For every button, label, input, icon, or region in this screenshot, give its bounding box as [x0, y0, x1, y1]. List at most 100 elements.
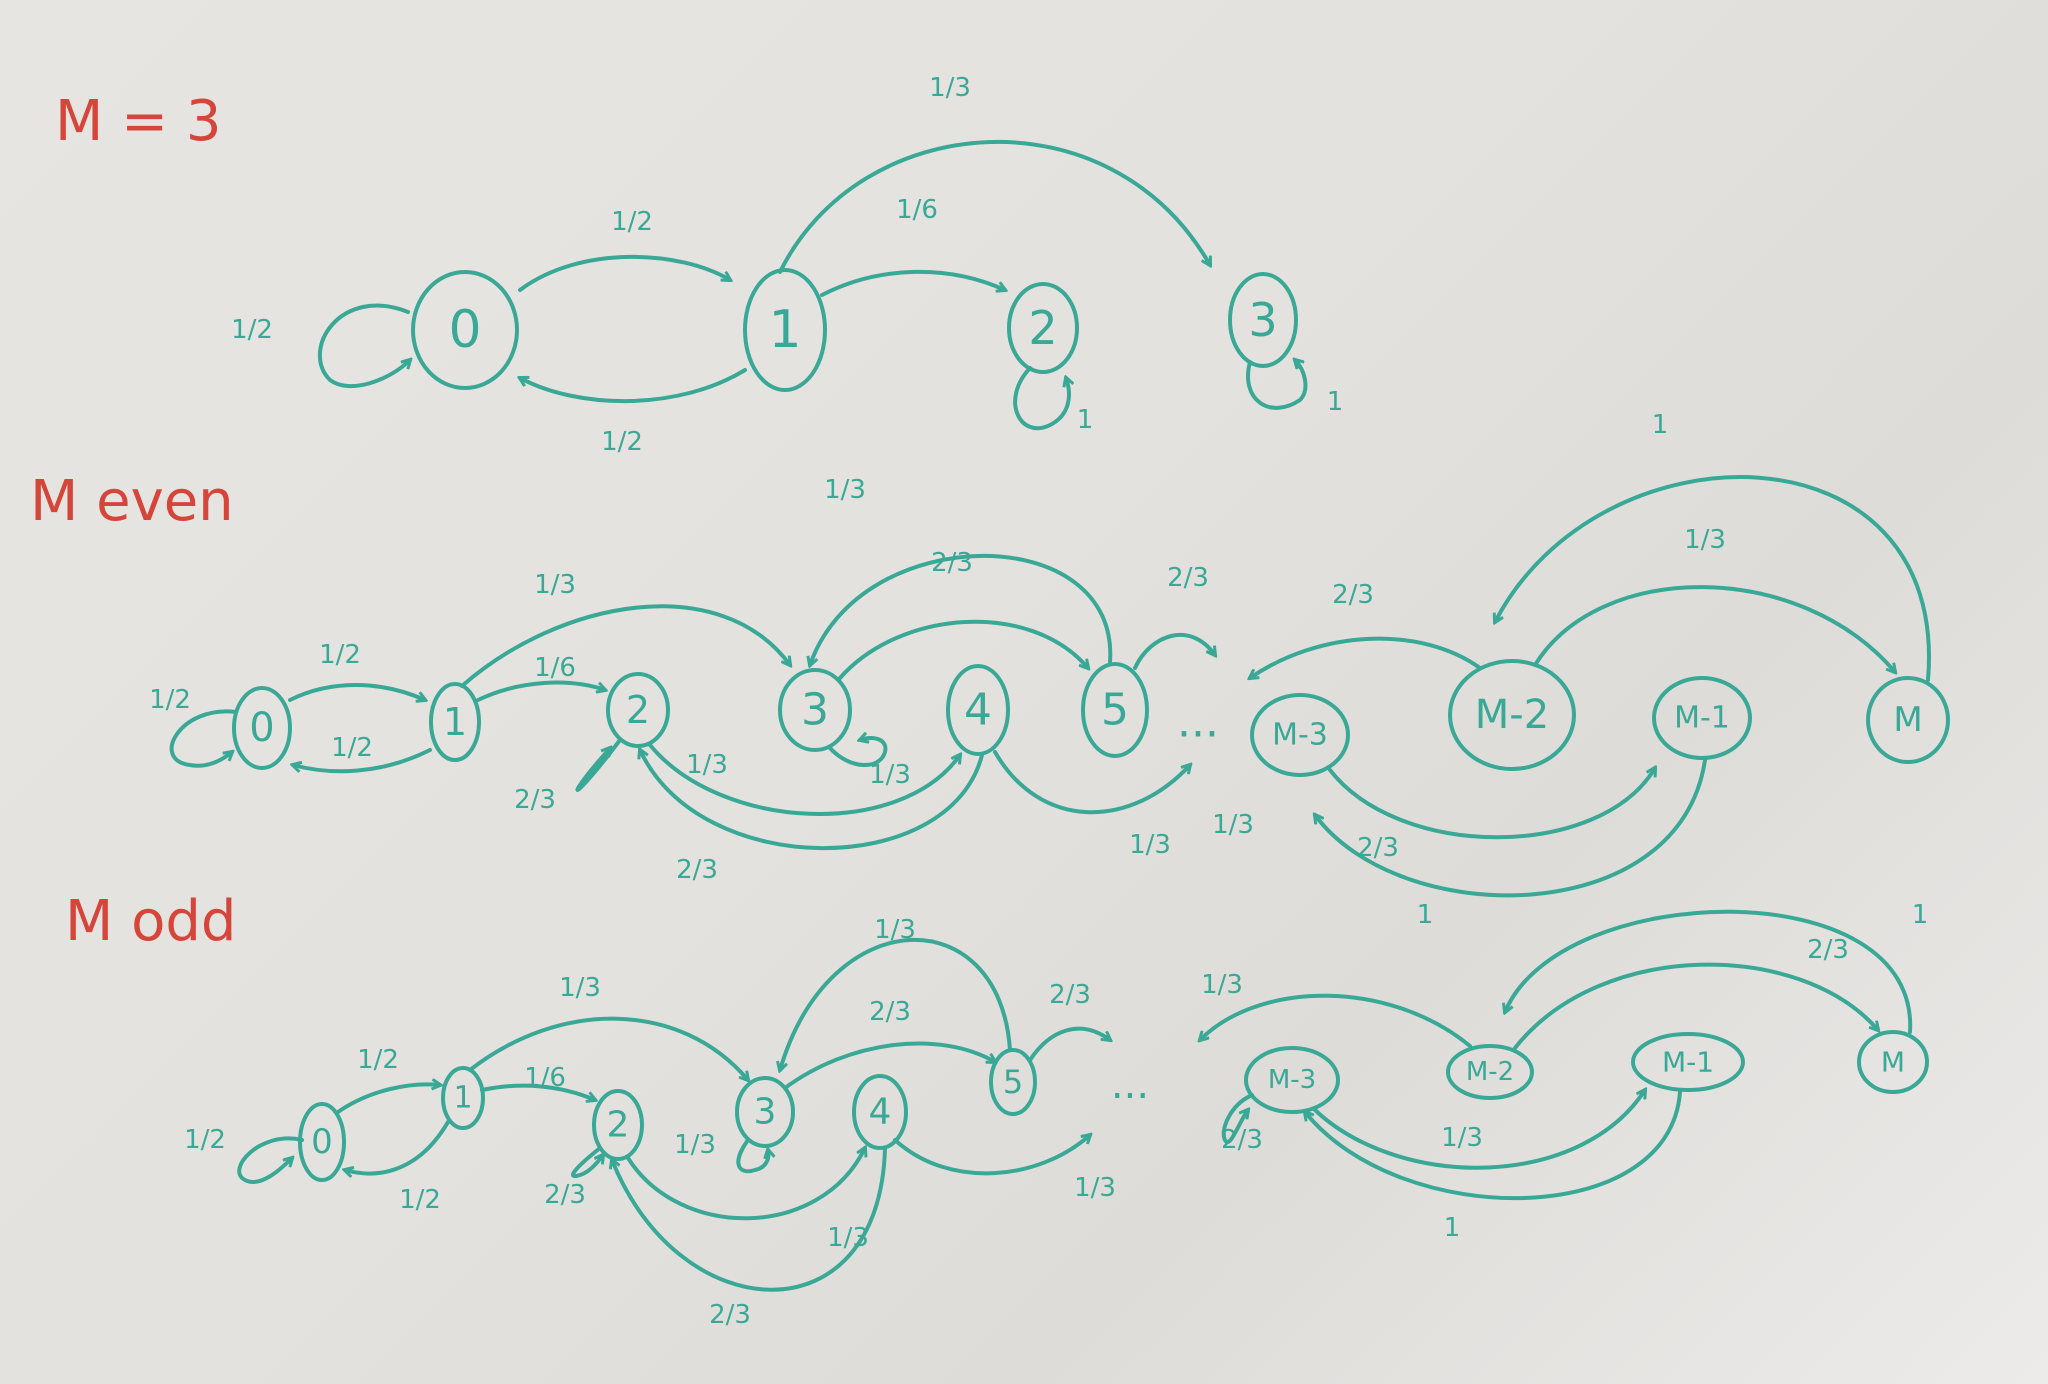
edge-1-0 — [293, 748, 432, 774]
edge-m-m2 — [1495, 475, 1931, 682]
edge-label-0-1: 1/2 — [611, 207, 653, 237]
svg-text:5: 5 — [1003, 1063, 1023, 1101]
svg-text:0: 0 — [448, 300, 481, 360]
edge-3-3 — [736, 1138, 768, 1174]
edge-label-1-2: 1/6 — [896, 195, 938, 225]
edge-0-0 — [169, 709, 238, 768]
edge-3-5 — [838, 619, 1088, 680]
svg-text:3: 3 — [1248, 293, 1277, 347]
edge-1-0 — [520, 368, 747, 403]
svg-text:M: M — [1893, 700, 1922, 740]
edge-1-2 — [820, 269, 1005, 297]
state-node-m-minus-1: M-1 — [1631, 1032, 1745, 1092]
edge-m3-m3 — [1221, 1093, 1254, 1144]
edge-ellipsis-m3 — [1200, 993, 1472, 1048]
edge-label-m2-m3: 2/3 — [1332, 580, 1374, 610]
edge-m2-m — [1533, 585, 1895, 672]
edge-label-0-0: 1/2 — [231, 315, 273, 345]
edge-label-3-5: 2/3 — [931, 548, 973, 578]
state-node-1: 1 — [441, 1066, 485, 1130]
edge-0-0 — [317, 303, 410, 389]
edge-5-3 — [780, 937, 1012, 1070]
edge-5-ellipsis — [1133, 632, 1215, 670]
edge-label-m3-m1: 2/3 — [1357, 833, 1399, 863]
edge-0-0 — [237, 1136, 304, 1184]
state-node-1: 1 — [429, 682, 481, 762]
edge-label-m3-m1: 1/3 — [1441, 1123, 1483, 1153]
svg-text:3: 3 — [801, 685, 829, 736]
edge-label-m1-m3: 1 — [1417, 900, 1434, 930]
edge-1-0 — [345, 1120, 450, 1174]
edge-label-5-ellipsis: 2/3 — [1167, 563, 1209, 593]
edge-1-3 — [778, 140, 1210, 274]
state-node-5: 5 — [1081, 662, 1149, 758]
edge-label-2-2: 1 — [1077, 405, 1094, 435]
edge-0-1 — [288, 683, 425, 700]
edge-m3-m1 — [1328, 768, 1655, 840]
svg-text:M-3: M-3 — [1268, 1065, 1316, 1095]
state-node-0: 0 — [298, 1102, 346, 1182]
svg-text:2: 2 — [626, 688, 650, 732]
state-node-m-minus-2: M-2 — [1446, 1044, 1534, 1100]
edge-4-2 — [640, 750, 984, 851]
edge-1-2 — [476, 680, 605, 702]
edge-label-2-2: 2/3 — [544, 1180, 586, 1210]
state-node-m-minus-3: M-3 — [1244, 1046, 1340, 1114]
edge-label-4-2: 2/3 — [676, 855, 718, 885]
edge-m-m2 — [1505, 909, 1913, 1034]
edge-label-2-4: 1/3 — [686, 750, 728, 780]
edge-label-1-0: 1/2 — [601, 427, 643, 457]
edge-5-3 — [810, 553, 1113, 665]
edge-label-0-1: 1/2 — [357, 1045, 399, 1075]
edge-label-3-3: 1 — [1327, 387, 1344, 417]
edge-label-0-0: 1/2 — [149, 685, 191, 715]
ellipsis-even: ... — [1177, 697, 1219, 748]
edge-2-2 — [571, 1146, 603, 1179]
section-m3: 0 1 2 3 1/2 1/2 1/2 1/6 1/3 1 1 — [231, 73, 1343, 457]
edge-label-m3-m3: 2/3 — [1221, 1125, 1263, 1155]
svg-text:5: 5 — [1101, 685, 1129, 736]
heading-m-even: M even — [30, 469, 234, 534]
edge-0-1 — [336, 1084, 440, 1114]
section-m-even: 0 1 2 3 4 5 ... M-3 M-2 — [149, 410, 1950, 930]
edge-label-0-1: 1/2 — [319, 640, 361, 670]
svg-text:1: 1 — [443, 700, 467, 744]
edge-label-4-2: 2/3 — [709, 1300, 751, 1330]
edge-label-1-3: 1/3 — [534, 570, 576, 600]
state-node-0: 0 — [411, 270, 519, 390]
svg-text:2: 2 — [1028, 301, 1057, 355]
svg-text:M-2: M-2 — [1475, 692, 1549, 738]
edge-m1-m3 — [1315, 758, 1707, 898]
edge-label-3-3: 1/3 — [869, 760, 911, 790]
edge-1-3 — [460, 604, 790, 688]
svg-text:1: 1 — [768, 300, 801, 360]
edge-label-4-ellipsis: 1/3 — [1129, 830, 1171, 860]
heading-m-odd: M odd — [65, 889, 236, 954]
edge-label-1-0: 1/2 — [331, 733, 373, 763]
edge-label-1-3: 1/3 — [929, 73, 971, 103]
state-node-0: 0 — [232, 686, 292, 770]
edge-1-2 — [480, 1083, 595, 1100]
state-node-4: 4 — [852, 1074, 908, 1150]
svg-text:0: 0 — [249, 705, 274, 751]
state-node-3: 3 — [1228, 272, 1298, 368]
svg-text:1: 1 — [453, 1081, 472, 1116]
ellipsis-odd: ... — [1111, 1062, 1149, 1108]
edge-label-4-ellipsis: 1/3 — [1074, 1173, 1116, 1203]
edge-4-ellipsis — [893, 1135, 1090, 1176]
edge-label-2-4: 1/3 — [827, 1223, 869, 1253]
svg-text:M-2: M-2 — [1466, 1057, 1514, 1087]
svg-text:M: M — [1881, 1046, 1905, 1079]
edge-label-ellipsis-m3: 1/3 — [1212, 810, 1254, 840]
edge-label-5-3: 1/3 — [874, 915, 916, 945]
edge-label-m-m2: 1 — [1912, 900, 1929, 930]
svg-text:M-1: M-1 — [1674, 701, 1730, 736]
edge-2-2 — [1013, 366, 1069, 431]
edge-label-m1-m3: 1 — [1444, 1213, 1461, 1243]
edge-label-1-3: 1/3 — [559, 973, 601, 1003]
state-node-m-minus-3: M-3 — [1250, 693, 1350, 777]
edge-4-ellipsis — [993, 750, 1190, 815]
state-node-2: 2 — [606, 672, 670, 748]
state-node-m-minus-2: M-2 — [1448, 659, 1576, 771]
